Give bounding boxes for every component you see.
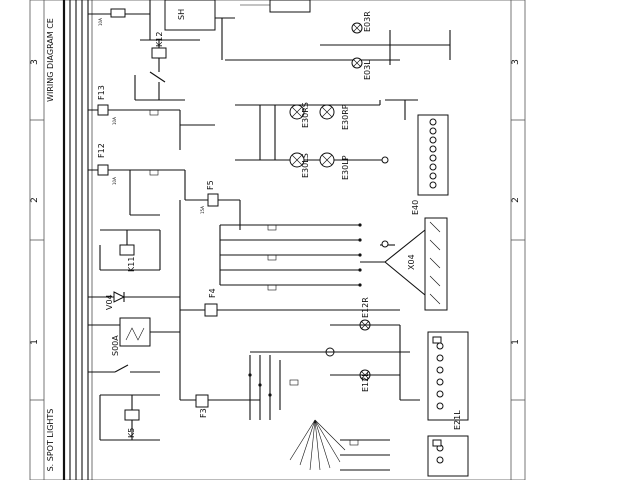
top-fuse-group: 10A [88, 0, 200, 41]
connector-label-e21l: E21L [453, 410, 462, 430]
fuse-f3: F3 [180, 394, 260, 418]
lamp-label-e30rp: E30RP [341, 104, 350, 130]
lamp-label-e03r: E03R [363, 11, 372, 32]
sh-module: SH [164, 0, 235, 60]
lamp-block-e30: E30RS E30RP E30LS E30LP [235, 100, 389, 180]
zone-number-1: 1 [30, 339, 40, 345]
module-label-sh: SH [177, 9, 186, 20]
svg-text:10A: 10A [112, 177, 117, 185]
relay-k5: K5 [99, 394, 160, 441]
connector-x04: X04 [360, 217, 448, 311]
sheet-title: WIRING DIAGRAM CE [46, 18, 55, 102]
zone-number-3-right: 3 [511, 59, 521, 65]
lamp-label-e03l: E03L [363, 60, 372, 80]
lamp-block-e12: E12R E12L [250, 297, 420, 401]
connector-label-e40: E40 [411, 200, 420, 215]
svg-text:10A: 10A [112, 117, 117, 125]
fuse-label-f13: F13 [97, 85, 106, 100]
fuse-label-f12: F12 [97, 143, 106, 158]
fan-out-harness [248, 355, 390, 471]
diode-v04: V04 [88, 291, 180, 310]
module-label-s00a: S00A [111, 335, 120, 356]
switch-lower [88, 364, 160, 373]
zone-number-3: 3 [30, 59, 40, 65]
wire-tags [149, 109, 359, 446]
lamp-label-e30rs: E30RS [301, 102, 310, 128]
svg-text:15A: 15A [200, 206, 205, 214]
connector-e40: E40 [385, 99, 449, 215]
fuse-f13: F13 10A [88, 85, 215, 150]
module-s00a: S00A [88, 317, 180, 356]
connector-label-x04: X04 [407, 254, 416, 270]
relay-k12: K12 [134, 32, 185, 101]
fuse-f5: F5 15A [185, 180, 241, 230]
fuse-label-f3: F3 [199, 408, 208, 418]
zone-number-2: 2 [30, 197, 40, 203]
lamp-e30rp: E30RP [319, 104, 350, 130]
relay-label-k5: K5 [127, 428, 136, 438]
fuse-f4: F4 [179, 200, 400, 400]
relay-label-k11: K11 [127, 257, 136, 272]
fuse-label-f5: F5 [206, 180, 215, 190]
lamp-e30lp: E30LP [319, 152, 350, 180]
lamp-e30ls: E30LS [289, 152, 310, 178]
lamp-label-e30ls: E30LS [301, 153, 310, 178]
power-bus [62, 0, 93, 480]
sheet-subtitle: S. SPOT LIGHTS [46, 409, 55, 472]
lamp-e30rs: E30RS [289, 102, 310, 128]
lamp-label-e12r: E12R [361, 297, 370, 318]
relay-k11: K11 [99, 229, 161, 272]
lamp-label-e12l: E12L [361, 372, 370, 392]
fuse-f12: F12 10A [88, 143, 186, 216]
lamp-label-e30lp: E30LP [341, 155, 350, 180]
lamp-block-e03: E03R E03L [225, 0, 451, 80]
relay-label-k12: K12 [155, 32, 164, 47]
zone-number-2-right: 2 [511, 197, 521, 203]
connector-e21l: E21L [427, 331, 469, 477]
diode-label-v04: V04 [105, 294, 114, 310]
connector-e40-pins [429, 118, 437, 189]
mid-feeds [219, 223, 362, 287]
zone-number-1-right: 1 [511, 339, 521, 345]
svg-text:10A: 10A [98, 18, 103, 26]
fuse-label-f4: F4 [208, 288, 217, 298]
